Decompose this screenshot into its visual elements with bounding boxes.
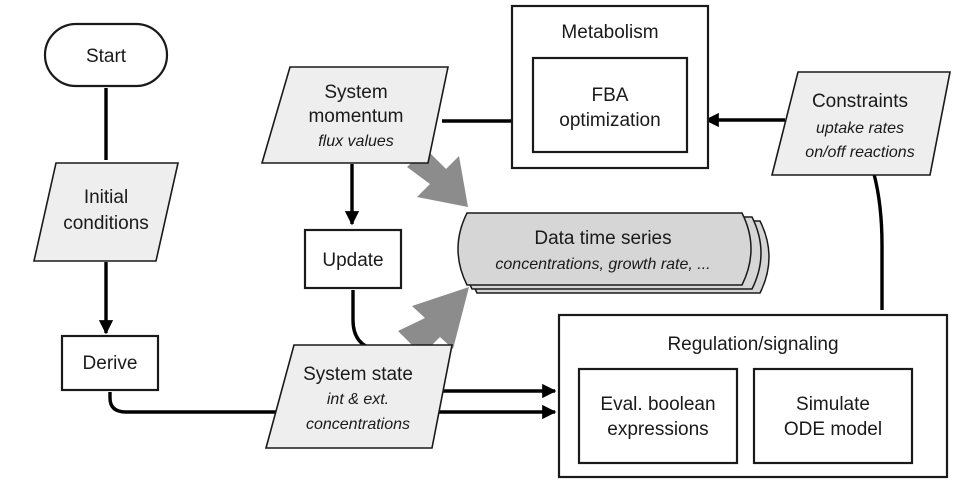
initial-conditions-line-1: Initial [84, 187, 128, 208]
system-momentum-shape [260, 66, 449, 164]
constraints-shape [770, 71, 951, 176]
initial-conditions-shape [33, 162, 179, 262]
ode-box [752, 367, 914, 465]
start-label: Start [86, 46, 127, 67]
start-node: Start [43, 22, 169, 88]
update-node: Update [303, 228, 403, 290]
wire-regulation-to-constraints [872, 173, 884, 310]
ode-line-1: Simulate [796, 394, 870, 415]
update-box [303, 228, 403, 290]
wire-derive-to-regulation [108, 392, 557, 420]
connector-lines [98, 88, 884, 420]
derive-node: Derive [60, 334, 160, 392]
boolean-line-1: Eval. boolean [600, 394, 715, 415]
fba-line-1: FBA [592, 85, 629, 106]
constraints-line-2: uptake rates [816, 120, 904, 137]
derive-label: Derive [83, 353, 138, 374]
fba-box [531, 56, 689, 154]
boolean-box [577, 367, 739, 465]
metabolism-node: Metabolism FBA optimization [510, 4, 710, 170]
system-state-line-1: System state [303, 364, 413, 385]
start-terminal-shape [43, 22, 169, 88]
system-momentum-node: System momentum flux values [260, 66, 449, 164]
system-momentum-line-2: momentum [308, 106, 403, 127]
system-state-shape [264, 344, 453, 449]
constraints-node: Constraints uptake rates on/off reaction… [770, 71, 951, 176]
regulation-label: Regulation/signaling [667, 334, 838, 355]
constraints-line-3: on/off reactions [805, 144, 914, 161]
metabolism-label: Metabolism [561, 22, 658, 43]
system-momentum-line-3: flux values [318, 133, 394, 150]
system-state-node: System state int & ext. concentrations [264, 344, 453, 449]
big-arrow-from-state [398, 287, 469, 355]
system-momentum-line-1: System [324, 82, 387, 103]
regulation-signaling-node: Regulation/signaling Eval. boolean expre… [557, 313, 949, 479]
initial-conditions-line-2: conditions [63, 213, 149, 234]
data-time-series-subtitle: concentrations, growth rate, ... [495, 256, 710, 273]
system-state-line-2: int & ext. [327, 391, 389, 408]
system-state-line-3: concentrations [306, 416, 410, 433]
ode-line-2: ODE model [784, 419, 882, 440]
constraints-line-1: Constraints [812, 91, 908, 112]
wire-update-to-state [351, 290, 377, 352]
data-time-series-node: Data time series concentrations, growth … [457, 212, 770, 294]
data-store-front [457, 212, 752, 286]
data-time-series-title: Data time series [534, 228, 671, 249]
initial-conditions-node: Initial conditions [33, 162, 179, 262]
update-label: Update [322, 250, 383, 271]
derive-box [60, 334, 160, 392]
boolean-line-2: expressions [607, 419, 708, 440]
fba-line-2: optimization [559, 110, 660, 131]
